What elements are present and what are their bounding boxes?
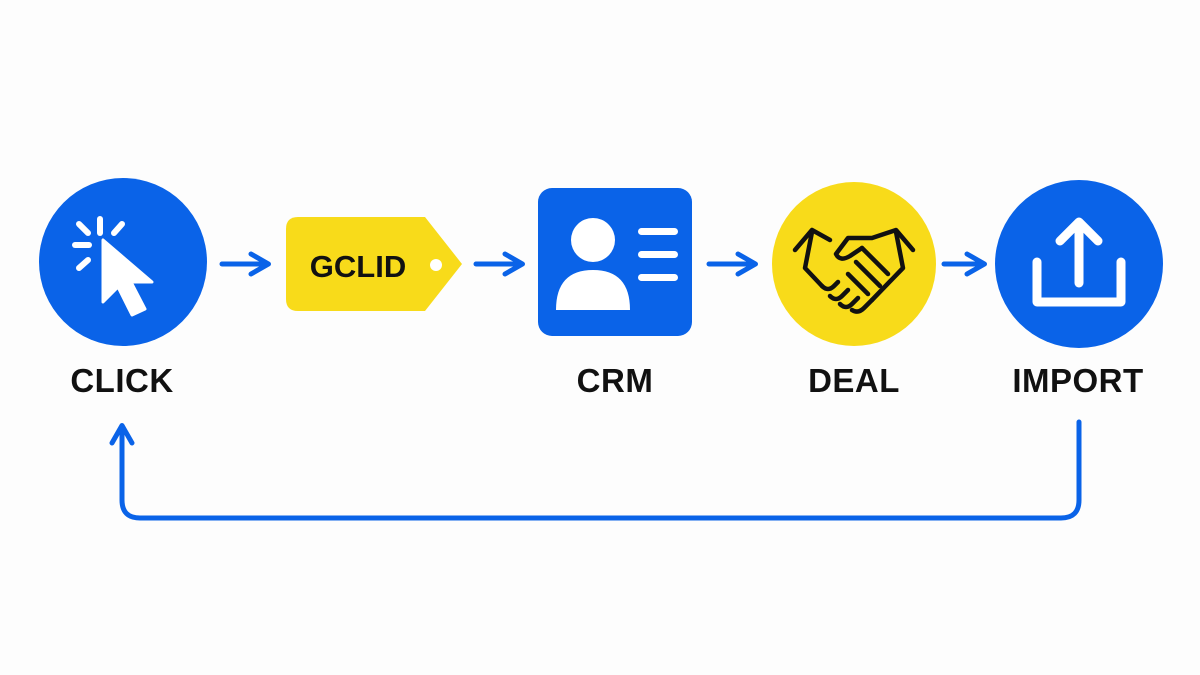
step-click-node bbox=[39, 178, 207, 346]
step-import-node bbox=[995, 180, 1163, 348]
arrow-import-to-click-loop bbox=[109, 419, 1082, 521]
upload-icon bbox=[1032, 217, 1126, 307]
gclid-label: GCLID bbox=[310, 249, 406, 284]
tag-hole bbox=[430, 259, 442, 271]
step-deal-node bbox=[772, 182, 936, 346]
step-label-click: CLICK bbox=[70, 362, 174, 399]
step-crm-node bbox=[538, 188, 692, 336]
step-label-crm: CRM bbox=[576, 362, 654, 399]
step-label-import: IMPORT bbox=[1012, 362, 1144, 399]
tag-icon bbox=[286, 217, 462, 311]
cursor-click-icon bbox=[72, 216, 154, 317]
handshake-icon bbox=[792, 227, 916, 314]
deal-circle bbox=[772, 182, 936, 346]
crm-card bbox=[538, 188, 692, 336]
contact-card-icon bbox=[556, 218, 678, 310]
step-gclid-node: GCLID bbox=[286, 217, 462, 311]
step-label-deal: DEAL bbox=[808, 362, 900, 399]
